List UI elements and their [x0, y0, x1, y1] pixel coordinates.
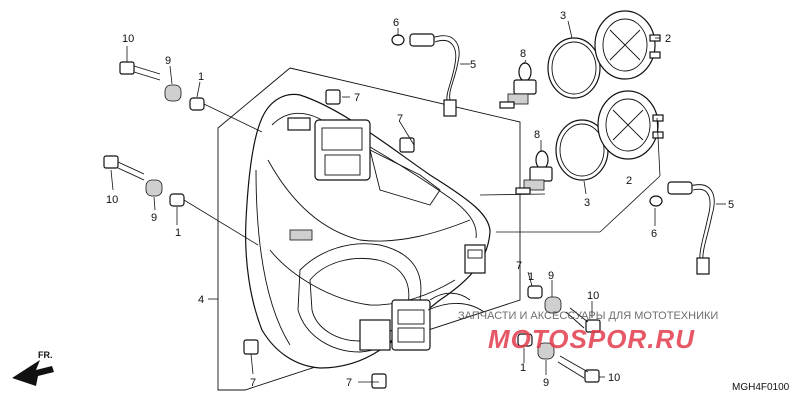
collar-top-left [189, 97, 205, 111]
bolt-right-top [565, 307, 601, 333]
bulb-bottom [515, 150, 553, 195]
callout-7: 7 [346, 377, 352, 389]
callouts: 10 9 1 10 9 1 4 7 7 7 7 6 5 8 3 2 8 3 2 … [106, 10, 734, 389]
front-label: FR. [38, 350, 53, 360]
front-direction-marker: FR. [12, 350, 54, 386]
callout-5: 5 [470, 59, 476, 71]
callout-3: 3 [584, 197, 590, 209]
assembly-bracket [208, 67, 521, 391]
callout-7: 7 [354, 92, 360, 104]
clip-c [243, 339, 259, 355]
callout-10: 10 [122, 33, 134, 45]
callout-8: 8 [534, 129, 540, 141]
seal-ring-top [547, 37, 601, 99]
leader-lines [110, 20, 726, 383]
headlight-housing [245, 93, 491, 369]
callout-6: 6 [651, 228, 657, 240]
callout-2: 2 [665, 33, 671, 45]
callout-2: 2 [626, 175, 632, 187]
grommet-right-top [544, 296, 562, 314]
callout-9: 9 [165, 55, 171, 67]
callout-3: 3 [560, 10, 566, 22]
callout-9: 9 [543, 377, 549, 389]
diagram-code: MGH4F0100 [732, 382, 790, 393]
watermark: ЗАПЧАСТИ И АКСЕССУАРЫ ДЛЯ МОТОТЕХНИКИ MO… [458, 310, 718, 354]
bolt-right-bottom [557, 355, 600, 383]
bolt-top-left [119, 61, 161, 81]
grommet-top-left [164, 84, 182, 102]
dust-cover-bottom [597, 90, 664, 160]
callout-1: 1 [520, 362, 526, 374]
callout-9: 9 [548, 270, 554, 282]
callout-7: 7 [397, 113, 403, 125]
callout-1: 1 [528, 271, 534, 283]
callout-10: 10 [106, 194, 118, 206]
callout-7: 7 [516, 260, 522, 272]
watermark-logo: MOTOSPOR.RU [488, 324, 695, 354]
callout-1: 1 [198, 71, 204, 83]
dust-cover-top [594, 10, 661, 80]
bulb-top [499, 62, 537, 109]
callout-10: 10 [587, 290, 599, 302]
bolt-mid-left [103, 155, 145, 181]
seal-ring-bottom [555, 119, 609, 181]
watermark-caption: ЗАПЧАСТИ И АКСЕССУАРЫ ДЛЯ МОТОТЕХНИКИ [458, 310, 718, 322]
clip-a [325, 89, 341, 105]
callout-5: 5 [728, 199, 734, 211]
callout-10: 10 [608, 372, 620, 384]
clip-d [371, 373, 387, 389]
grommet-mid-left [145, 179, 163, 197]
collar-right-top [527, 285, 543, 299]
clip-b [399, 137, 415, 153]
callout-7: 7 [250, 377, 256, 389]
callout-1: 1 [175, 227, 181, 239]
collar-mid-left [169, 193, 185, 207]
collar-right-bottom [517, 333, 533, 347]
callout-8: 8 [520, 48, 526, 60]
wire-harness-bottom [649, 181, 715, 275]
callout-9: 9 [151, 212, 157, 224]
callout-4: 4 [198, 294, 204, 306]
grommet-right-bottom [537, 342, 555, 360]
wire-harness-top [391, 33, 460, 117]
callout-6: 6 [393, 17, 399, 29]
